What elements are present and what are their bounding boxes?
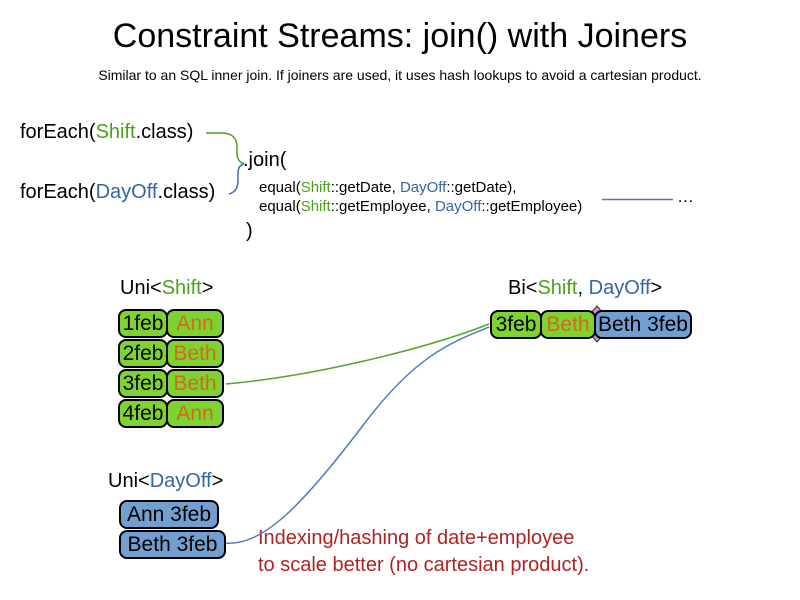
code-dayoff-ref: DayOff <box>399 179 447 196</box>
shift-type: Shift <box>161 277 202 299</box>
bi-label: Bi<Shift, DayOff> <box>508 276 662 300</box>
code-foreach-shift: forEach(Shift.class) <box>20 120 193 145</box>
shift-row-connector <box>225 323 490 385</box>
shift-date-cell: 3feb <box>118 369 168 398</box>
bi-shift-employee-cell: Beth <box>540 310 596 339</box>
label-text: Bi< <box>508 277 538 299</box>
bi-dayoff-cell: Beth 3feb <box>594 310 692 339</box>
shift-row: 4feb Ann <box>118 399 224 428</box>
uni-dayoff-label: Uni<DayOff> <box>108 469 223 493</box>
code-join-close: ) <box>246 220 253 242</box>
shift-type: Shift <box>537 277 578 299</box>
code-dayoff-ref: DayOff <box>434 198 482 215</box>
dayoff-row-connector <box>223 326 490 544</box>
code-text: .class) <box>135 121 194 143</box>
dayoff-type: DayOff <box>149 470 212 492</box>
label-text: > <box>201 277 214 299</box>
code-text: equal( <box>259 179 301 196</box>
code-joiner-employee: equal(Shift::getEmployee, DayOff::getEmp… <box>259 198 582 216</box>
code-shift-ref: Shift <box>300 198 331 215</box>
code-joiner-date: equal(Shift::getDate, DayOff::getDate), <box>259 179 516 197</box>
label-text: , <box>577 277 589 299</box>
bi-joined-row: 3feb Beth Beth 3feb <box>490 310 692 339</box>
shift-date-cell: 2feb <box>118 339 168 368</box>
shift-employee-cell: Beth <box>166 369 224 398</box>
annotation-text: Indexing/hashing of date+employee to sca… <box>258 525 589 579</box>
code-text: equal( <box>259 198 301 215</box>
shift-date-cell: 1feb <box>118 309 168 338</box>
dayoff-type: DayOff <box>588 277 651 299</box>
shift-employee-cell: Ann <box>166 309 224 338</box>
shift-brace-connector <box>206 132 245 165</box>
more-joiners-ellipsis: … <box>677 187 694 206</box>
uni-dayoff-table: Ann 3feb Beth 3feb <box>119 500 226 559</box>
annotation-line2: to scale better (no cartesian product). <box>258 554 590 576</box>
code-shift-class: Shift <box>95 121 136 143</box>
code-text: forEach( <box>20 181 96 203</box>
dayoff-row: Ann 3feb <box>119 500 226 529</box>
shift-row: 1feb Ann <box>118 309 224 338</box>
code-text: ::getEmployee, <box>330 198 435 215</box>
page-title: Constraint Streams: join() with Joiners <box>112 17 688 55</box>
shift-employee-cell: Ann <box>166 399 224 428</box>
bi-shift-date-cell: 3feb <box>490 310 542 339</box>
shift-row: 3feb Beth <box>118 369 224 398</box>
annotation-line1: Indexing/hashing of date+employee <box>258 527 575 549</box>
shift-employee-cell: Beth <box>166 339 224 368</box>
code-text: ::getEmployee) <box>481 198 583 215</box>
dayoff-row: Beth 3feb <box>119 530 226 559</box>
uni-shift-label: Uni<Shift> <box>120 276 213 300</box>
dayoff-brace-connector <box>228 163 245 195</box>
code-text: .class) <box>157 181 216 203</box>
code-text: ::getDate), <box>446 179 517 196</box>
label-text: Uni< <box>120 277 162 299</box>
label-text: > <box>650 277 663 299</box>
code-dayoff-class: DayOff <box>95 181 158 203</box>
label-text: Uni< <box>108 470 150 492</box>
code-text: ::getDate, <box>330 179 400 196</box>
page-subtitle: Similar to an SQL inner join. If joiners… <box>98 67 702 83</box>
shift-date-cell: 4feb <box>118 399 168 428</box>
code-shift-ref: Shift <box>300 179 331 196</box>
label-text: > <box>211 470 224 492</box>
code-foreach-dayoff: forEach(DayOff.class) <box>20 180 215 205</box>
uni-shift-table: 1feb Ann 2feb Beth 3feb Beth 4feb Ann <box>118 309 224 428</box>
dayoff-cell: Ann 3feb <box>119 500 219 529</box>
dayoff-cell: Beth 3feb <box>119 530 226 559</box>
shift-row: 2feb Beth <box>118 339 224 368</box>
code-text: forEach( <box>20 121 96 143</box>
code-join-open: .join( <box>243 149 287 171</box>
